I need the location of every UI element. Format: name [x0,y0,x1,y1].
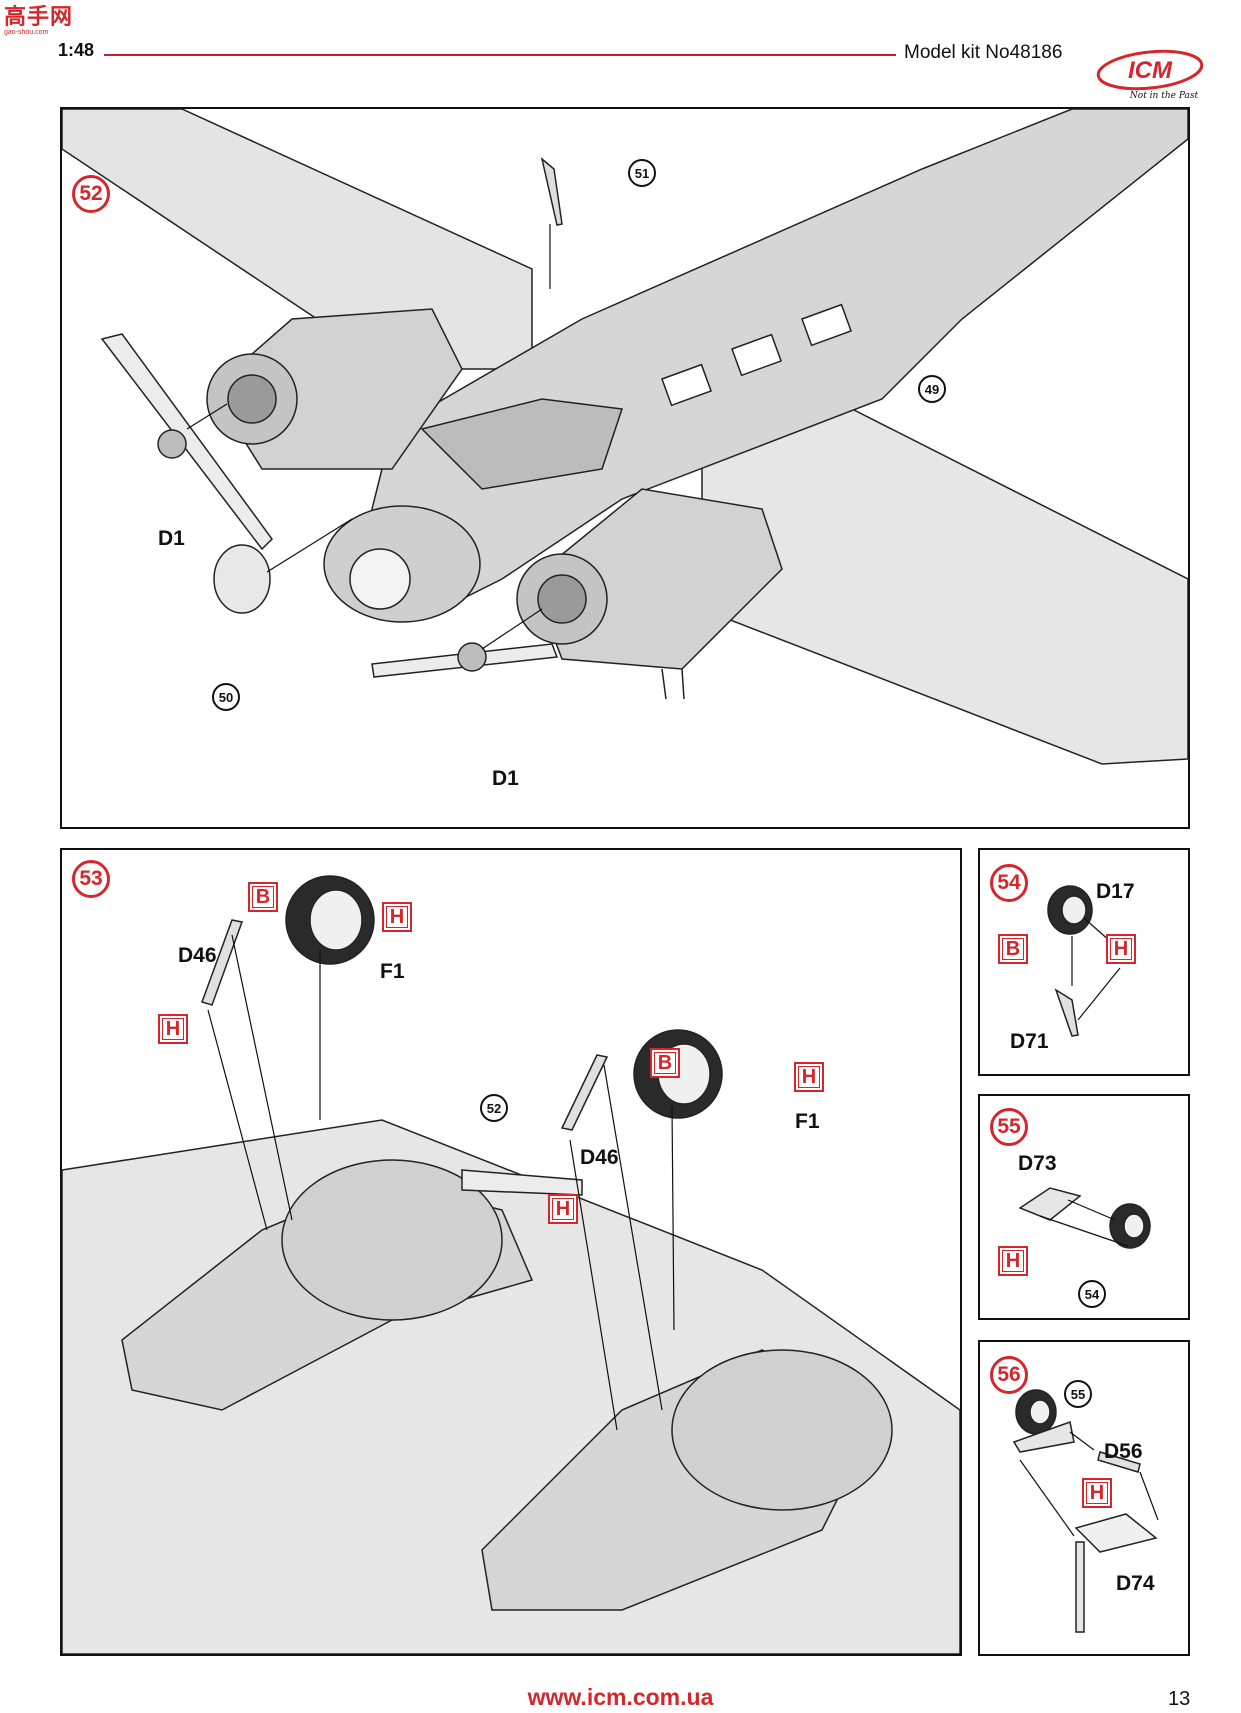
step-56-number: 56 [990,1356,1028,1394]
paint-code-h-strut-right: H [548,1194,578,1224]
part-ref-55: 55 [1064,1380,1092,1408]
step-52-panel: 52 51 49 50 D1 D1 [60,107,1190,829]
part-label-d46-left: D46 [178,944,217,967]
paint-code-h-strut-left: H [158,1014,188,1044]
part-label-d1-left: D1 [158,527,185,550]
part-ref-51: 51 [628,159,656,187]
paint-code-h-wheel-left: H [382,902,412,932]
logo-tagline: Not in the Past [1129,91,1199,101]
part-label-f1-right: F1 [795,1110,820,1133]
paint-code-h: H [1082,1478,1112,1508]
step-52-drawing [62,109,1188,765]
step-55-drawing [1018,1187,1151,1249]
part-label-d73: D73 [1018,1152,1057,1175]
model-kit-number: Model kit No48186 [904,42,1063,63]
header-divider [104,54,896,56]
step-53-drawing [62,875,960,1654]
step-56-panel: 56 55 D56 D74 H [978,1340,1190,1656]
part-ref-49: 49 [918,375,946,403]
step-56-drawing [1012,1389,1159,1633]
step-54-panel: 54 D17 D71 B H [978,848,1190,1076]
part-label-d17: D17 [1096,880,1135,903]
part-label-d74: D74 [1116,1572,1155,1595]
step-55-panel: 55 D73 H 54 [978,1094,1190,1320]
step-53-panel: 53 52 D46 D46 F1 F1 B H H B H H [60,848,962,1656]
part-ref-54: 54 [1078,1280,1106,1308]
paint-code-b-left: B [248,882,278,912]
part-label-d1-right: D1 [492,767,519,790]
part-label-f1-left: F1 [380,960,405,983]
watermark-text: 高手网 [4,4,74,29]
paint-code-h-wheel-right: H [794,1062,824,1092]
page-number: 13 [1168,1688,1191,1710]
paint-code-h: H [998,1246,1028,1276]
step-53-number: 53 [72,860,110,898]
watermark-subtext: gao-shou.com [4,29,49,36]
part-ref-52: 52 [480,1094,508,1122]
step-54-number: 54 [990,864,1028,902]
scale-label: 1:48 [58,40,95,60]
part-label-d46-right: D46 [580,1146,619,1169]
part-label-d71: D71 [1010,1030,1049,1053]
paint-code-b-right: B [650,1048,680,1078]
watermark-logo: 高手网 gao-shou.com [4,6,76,40]
paint-code-b: B [998,934,1028,964]
part-ref-50: 50 [212,683,240,711]
logo-text: ICM [1128,57,1173,84]
paint-code-h: H [1106,934,1136,964]
part-label-d56: D56 [1104,1440,1143,1463]
step-54-drawing [1047,885,1121,1037]
icm-logo: ICM Not in the Past [1094,48,1206,104]
step-55-number: 55 [990,1108,1028,1146]
footer-url[interactable]: www.icm.com.ua [527,1684,714,1710]
step-52-number: 52 [72,175,110,213]
